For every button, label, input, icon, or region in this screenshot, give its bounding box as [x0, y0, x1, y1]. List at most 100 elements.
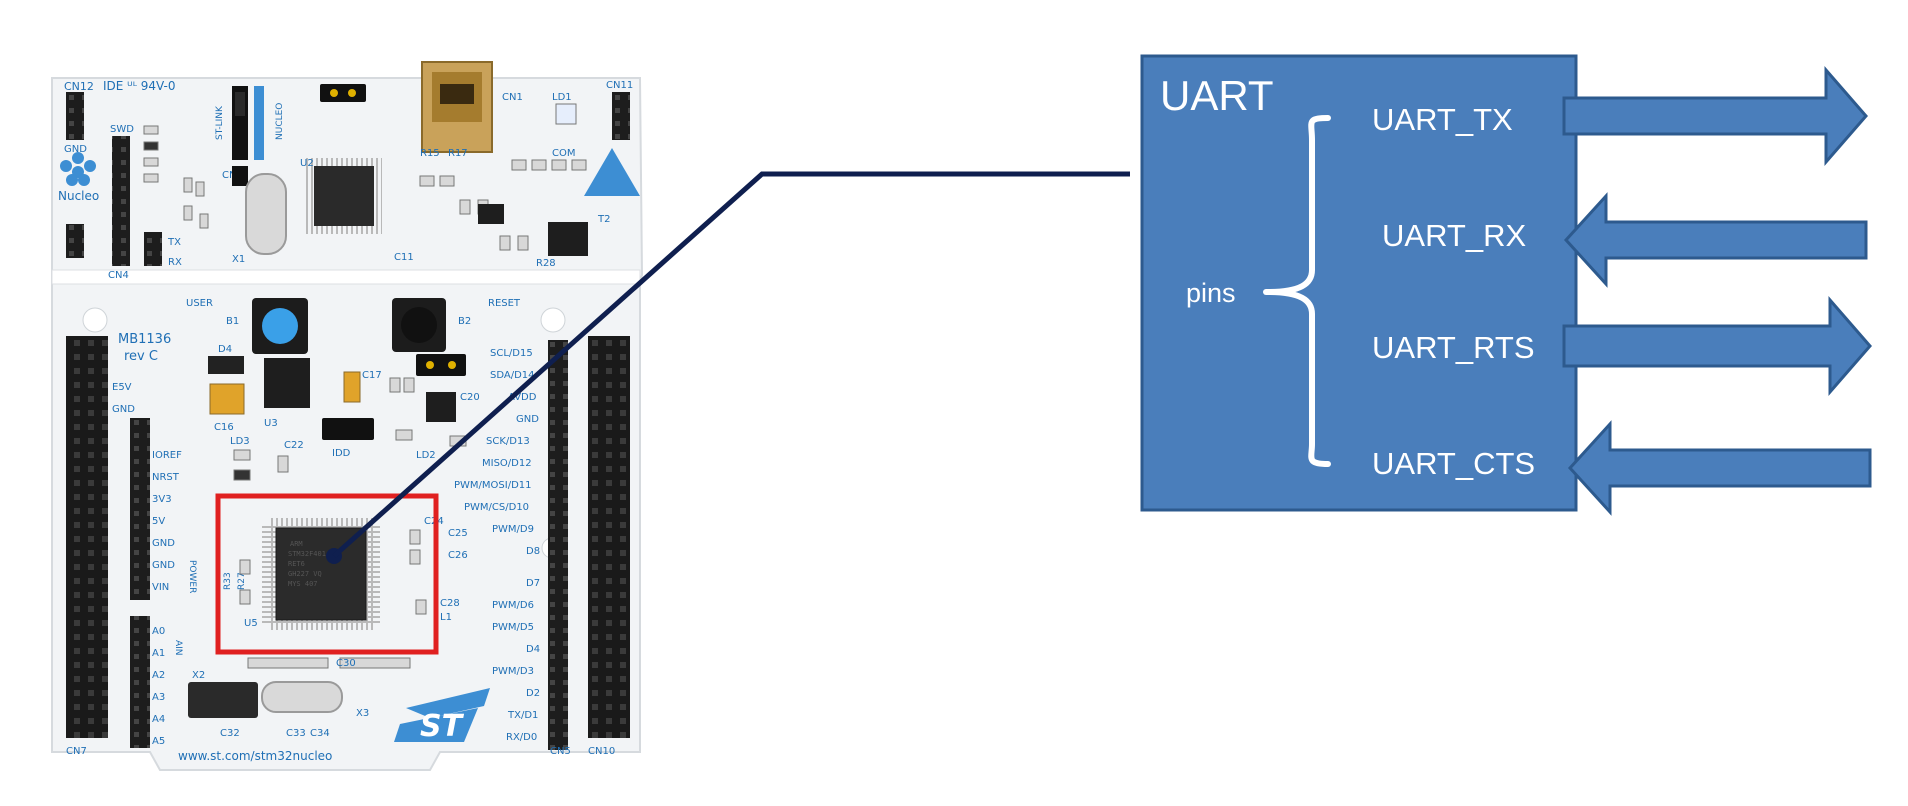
r15-label: R15: [420, 148, 440, 159]
c33-label: C33: [286, 728, 306, 739]
mcu-highlight-box: [215, 493, 439, 655]
r27-label: R27: [237, 572, 247, 590]
cn11-label: CN11: [606, 80, 633, 91]
svg-text:PWM/MOSI/D11: PWM/MOSI/D11: [454, 480, 532, 491]
c32-label: C32: [220, 728, 240, 739]
svg-text:D2: D2: [526, 688, 540, 699]
board-breakline: [51, 269, 641, 285]
user-label: USER: [186, 298, 213, 309]
svg-text:SCK/D13: SCK/D13: [486, 436, 530, 447]
cn4-label: CN4: [108, 270, 129, 281]
signal-uart-rts: UART_RTS: [1372, 330, 1535, 365]
swd-header: [112, 136, 130, 266]
v5-label: 5V: [152, 516, 165, 527]
chip-u4: [426, 392, 456, 422]
ain-label: AIN: [173, 640, 183, 656]
board-model: MB1136: [118, 332, 171, 347]
cn5-label: CN5: [550, 746, 571, 757]
cn1-label: CN1: [502, 92, 523, 103]
signal-arrows: [1562, 65, 1872, 516]
nrst-label: NRST: [152, 472, 180, 483]
b1-label: B1: [226, 316, 239, 327]
svg-text:D7: D7: [526, 578, 540, 589]
idd-jumper: [322, 418, 374, 440]
a0-label: A0: [152, 626, 165, 637]
nucleo-jp-label: NUCLEO: [275, 103, 285, 140]
cn10-label: CN10: [588, 746, 615, 757]
st-logo: ST: [394, 688, 490, 744]
c11-label: C11: [394, 252, 414, 263]
capacitor-c16: [209, 383, 245, 415]
svg-text:PWM/CS/D10: PWM/CS/D10: [464, 502, 529, 513]
svg-text:MISO/D12: MISO/D12: [482, 458, 532, 469]
x3-label: X3: [356, 708, 369, 719]
svg-text:PWM/D3: PWM/D3: [492, 666, 534, 677]
svg-text:ARM: ARM: [290, 540, 303, 548]
mount-hole: [82, 307, 108, 333]
c26-label: C26: [448, 550, 468, 561]
arduino-pin-labels: SCL/D15 SDA/D14 AVDD GND SCK/D13 MISO/D1…: [454, 348, 540, 743]
c30-label: C30: [336, 658, 356, 669]
cn5-cn9-header: [548, 340, 568, 750]
rx-label: RX: [168, 257, 182, 268]
signal-uart-tx: UART_TX: [1372, 102, 1513, 137]
stlink-jumper-2: [254, 86, 264, 160]
u3-label: U3: [264, 418, 278, 429]
a3-label: A3: [152, 692, 165, 703]
svg-text:MYS 407: MYS 407: [288, 580, 318, 588]
svg-text:SCL/D15: SCL/D15: [490, 348, 533, 359]
a2-label: A2: [152, 670, 165, 681]
arrow-rts-out: [1562, 295, 1872, 397]
ld2-label: LD2: [416, 450, 436, 461]
gnd-left-label: GND: [112, 404, 135, 415]
u5-label: U5: [244, 618, 258, 629]
nucleo-logo: [60, 152, 96, 186]
board-url: www.st.com/stm32nucleo: [178, 749, 332, 763]
chip-small: [478, 204, 504, 224]
gnd-b-label: GND: [152, 560, 175, 571]
capacitor-c17: [343, 371, 361, 403]
svg-text:ST: ST: [420, 709, 465, 744]
jp1-jumper: [320, 84, 366, 102]
crystal-x2: [188, 682, 258, 718]
t2-label: T2: [597, 214, 610, 225]
arrow-rx-in: [1563, 192, 1868, 288]
ioref-label: IOREF: [152, 450, 182, 461]
jp-header-left: [66, 224, 84, 258]
c28-label: C28: [440, 598, 460, 609]
reset-label: RESET: [488, 298, 521, 309]
cn6-header: [130, 418, 150, 600]
smd-parts-left: [143, 125, 209, 229]
st-small-logo: [584, 148, 640, 196]
pins-label: pins: [1186, 278, 1236, 308]
led-ld1: [555, 103, 577, 125]
cn7-label: CN7: [66, 746, 87, 757]
com-label: COM: [552, 148, 575, 159]
c20-label: C20: [460, 392, 480, 403]
v33-label: 3V3: [152, 494, 172, 505]
jumper-jp5: [416, 354, 466, 376]
tx-label: TX: [167, 237, 181, 248]
svg-text:RX/D0: RX/D0: [506, 732, 537, 743]
x1-label: X1: [232, 254, 245, 265]
cn10-header: [588, 336, 630, 738]
mount-hole: [540, 307, 566, 333]
stlink-mcu: [314, 166, 374, 226]
a4-label: A4: [152, 714, 165, 725]
crystal-x3: [261, 681, 343, 713]
rohs-mark: IDE ᵁᴸ 94V-0: [103, 79, 175, 93]
cn12-header: [66, 92, 84, 140]
arrow-tx-out: [1562, 65, 1868, 167]
svg-text:TX/D1: TX/D1: [507, 710, 538, 721]
cn7-header: [66, 336, 108, 738]
u2-label: U2: [300, 158, 314, 169]
svg-text:PWM/D5: PWM/D5: [492, 622, 534, 633]
swd-label: SWD: [110, 124, 134, 135]
cn11-header: [612, 92, 630, 140]
svg-text:GND: GND: [516, 414, 539, 425]
svg-text:SDA/D14: SDA/D14: [490, 370, 535, 381]
uart-block: UART pins UART_TX UART_RX UART_RTS UART_…: [1140, 54, 1578, 512]
regulator-u3: [264, 358, 310, 408]
cn8-header: [130, 616, 150, 748]
